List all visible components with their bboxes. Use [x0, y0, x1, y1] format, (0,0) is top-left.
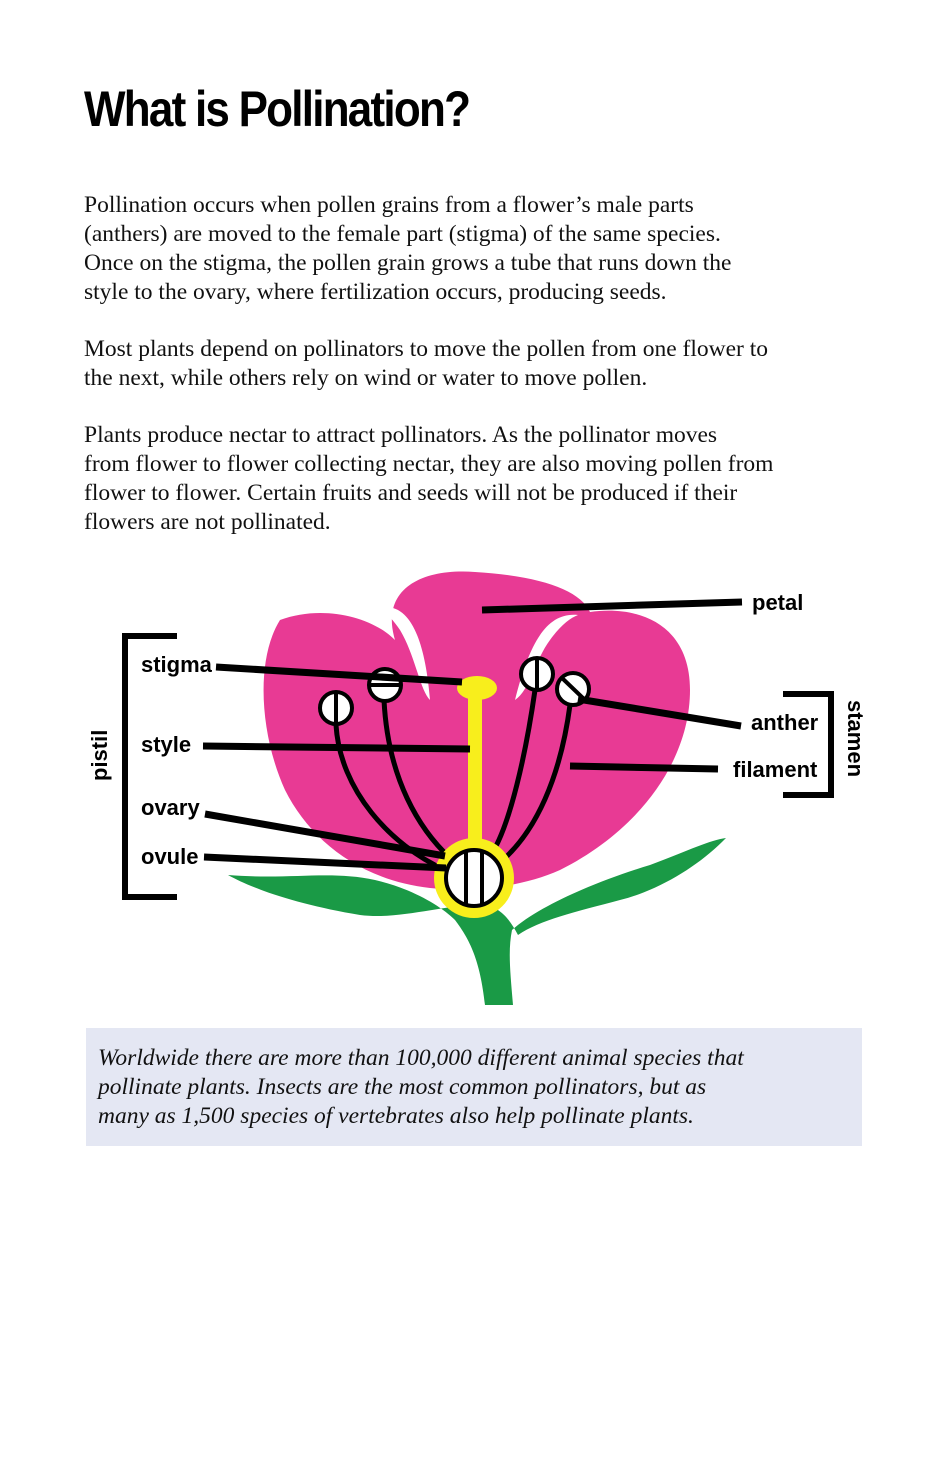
- stigma-shape: [457, 676, 497, 700]
- fact-box: Worldwide there are more than 100,000 di…: [86, 1028, 862, 1146]
- text-line: pollinate plants. Insects are the most c…: [98, 1074, 707, 1100]
- label-ovule: ovule: [141, 844, 198, 869]
- flower-diagram: petal stigma style ovary ovule anther fi…: [87, 571, 868, 1005]
- label-stamen: stamen: [843, 700, 868, 777]
- petal-gap-left: [378, 606, 430, 700]
- pistil-bracket: [122, 633, 177, 900]
- ovules: [464, 852, 484, 904]
- text-line: from flower to flower collecting nectar,…: [84, 451, 774, 477]
- text-line: style to the ovary, where fertilization …: [84, 279, 667, 305]
- text-line: Plants produce nectar to attract pollina…: [84, 422, 718, 448]
- text-line: the next, while others rely on wind or w…: [84, 365, 648, 391]
- text-line: Worldwide there are more than 100,000 di…: [98, 1045, 744, 1071]
- text-line: Pollination occurs when pollen grains fr…: [84, 192, 694, 218]
- paragraph-pollination-definition: Pollination occurs when pollen grains fr…: [84, 191, 884, 307]
- petal-gap-right: [515, 614, 578, 700]
- page-title: What is Pollination?: [84, 81, 471, 137]
- stamen-bracket: [783, 691, 834, 798]
- label-anther: anther: [751, 710, 819, 735]
- text-line: Most plants depend on pollinators to mov…: [84, 336, 768, 362]
- text-line: Once on the stigma, the pollen grain gro…: [84, 250, 732, 276]
- stem-leaves: [228, 838, 726, 1005]
- label-stigma: stigma: [141, 652, 213, 677]
- fact-box-text: Worldwide there are more than 100,000 di…: [98, 1044, 850, 1131]
- label-pistil: pistil: [87, 730, 112, 781]
- leader-lines: [202, 598, 743, 872]
- style-shape: [468, 692, 482, 852]
- paragraph-nectar: Plants produce nectar to attract pollina…: [84, 421, 884, 537]
- text-line: many as 1,500 species of vertebrates als…: [98, 1103, 694, 1129]
- ovary-chamber: [444, 848, 504, 908]
- text-line: (anthers) are moved to the female part (…: [84, 221, 721, 247]
- text-line: flower to flower. Certain fruits and see…: [84, 480, 738, 506]
- label-filament: filament: [733, 757, 818, 782]
- label-style: style: [141, 732, 191, 757]
- label-petal: petal: [752, 590, 803, 615]
- paragraph-pollinators: Most plants depend on pollinators to mov…: [84, 335, 884, 393]
- label-ovary: ovary: [141, 795, 200, 820]
- text-line: flowers are not pollinated.: [84, 509, 331, 535]
